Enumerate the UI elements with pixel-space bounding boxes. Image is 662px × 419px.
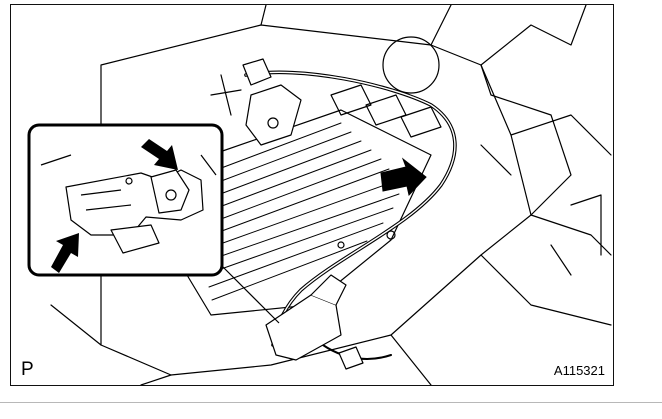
inset-detail bbox=[40, 154, 217, 211]
floor-detail bbox=[210, 74, 602, 276]
floor-hole bbox=[386, 230, 396, 240]
side-rail bbox=[480, 114, 612, 326]
module-plug bbox=[310, 274, 347, 306]
bracket-bolt bbox=[267, 117, 279, 129]
inset-bracket bbox=[110, 224, 160, 254]
floor-hole bbox=[382, 36, 440, 94]
floor-crossmember-edge bbox=[50, 304, 432, 385]
footer-divider bbox=[0, 402, 662, 403]
arrow-pointer-icon bbox=[51, 233, 79, 273]
inset-bolt bbox=[165, 189, 177, 201]
inset-connector bbox=[150, 169, 190, 214]
inset-detail-view bbox=[27, 123, 224, 277]
module-box bbox=[330, 84, 372, 116]
arrow-pointer-icon bbox=[141, 139, 178, 170]
floor-hole bbox=[337, 241, 345, 249]
wire-harness-core bbox=[245, 71, 456, 346]
inset-bolt bbox=[125, 177, 133, 185]
vehicle-floor-illustration bbox=[27, 5, 612, 385]
figure-code-label: A115321 bbox=[553, 363, 605, 378]
mounting-bracket bbox=[245, 84, 302, 146]
illustration-frame: P A115321 bbox=[10, 4, 614, 386]
floor-crossmember bbox=[480, 64, 572, 216]
rear-structure bbox=[260, 5, 587, 66]
arrow-pointer-icon bbox=[380, 157, 427, 197]
harness-connector bbox=[242, 58, 272, 86]
deck-ribs bbox=[206, 122, 400, 301]
module-clip bbox=[338, 346, 364, 370]
view-letter-label: P bbox=[21, 359, 34, 380]
module-box bbox=[365, 94, 407, 126]
module-box bbox=[400, 106, 442, 138]
floor-panel bbox=[100, 24, 532, 376]
callout-leader bbox=[215, 259, 280, 324]
